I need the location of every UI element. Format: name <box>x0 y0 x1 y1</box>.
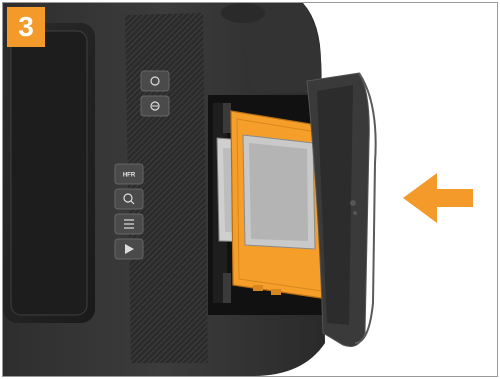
button-zoom <box>115 189 143 209</box>
button-hfr: HFR <box>115 164 143 184</box>
button-play <box>115 239 143 259</box>
button-focus <box>141 96 169 116</box>
step-number-badge: 3 <box>7 7 45 47</box>
camera-illustration: HFR <box>3 3 497 376</box>
button-iris <box>141 71 169 91</box>
button-menu <box>115 214 143 234</box>
textured-panel <box>125 13 208 363</box>
insert-arrow <box>403 173 473 223</box>
hfr-label: HFR <box>123 173 136 179</box>
